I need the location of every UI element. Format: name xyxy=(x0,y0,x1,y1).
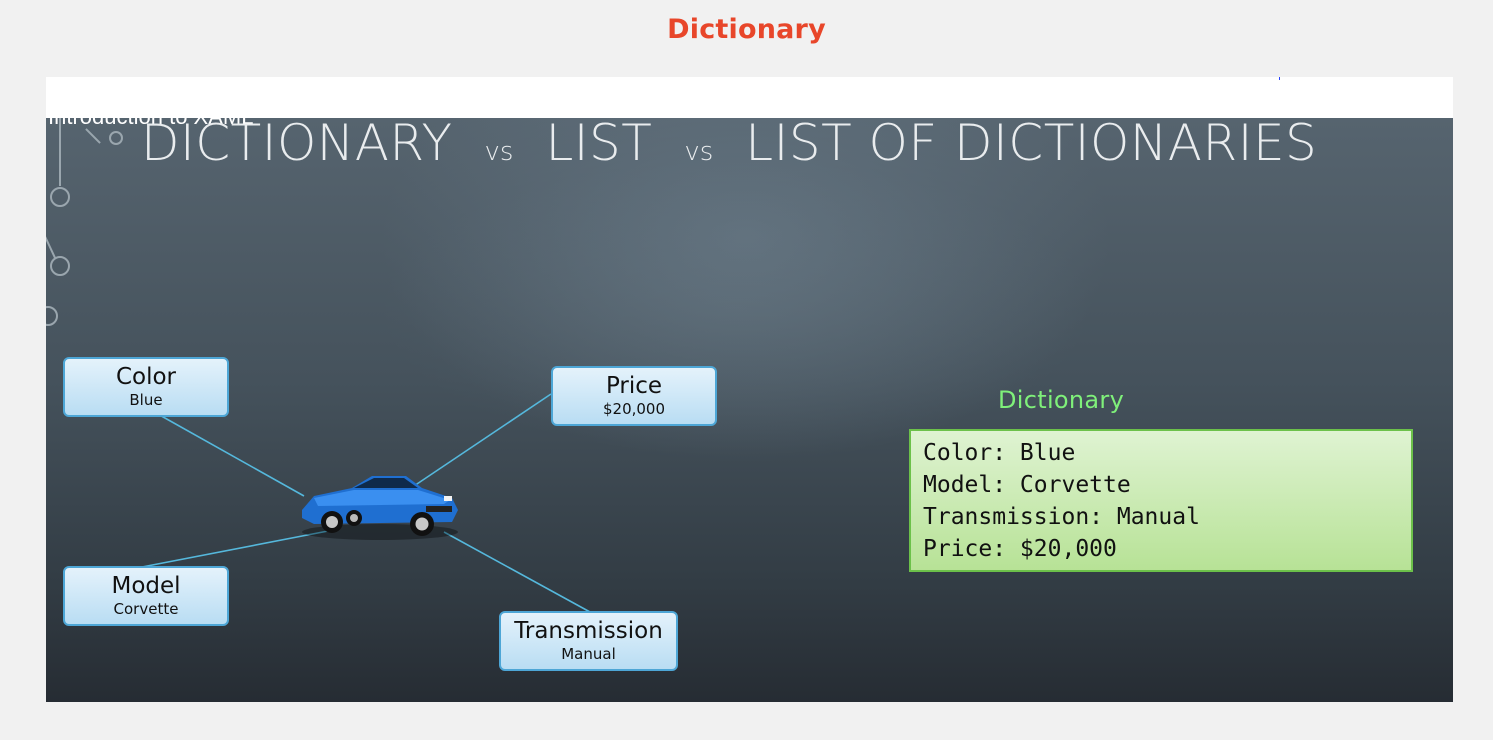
key-box-color: Color Blue xyxy=(63,357,229,417)
title-list: LIST xyxy=(545,118,653,172)
slide-title: DICTIONARY vs LIST vs LIST OF DICTIONARIES xyxy=(141,118,1317,172)
cut-off-slide-caption: Introduction to XAML xyxy=(48,118,253,130)
car-icon xyxy=(302,476,458,540)
dictionary-line: Price: $20,000 xyxy=(923,536,1117,562)
key-label: Price xyxy=(605,373,663,399)
deco-line-vertical xyxy=(59,118,61,186)
connector-transmission xyxy=(443,531,591,613)
deco-circle-1 xyxy=(50,187,70,207)
connector-lines xyxy=(141,393,591,613)
key-box-price: Price $20,000 xyxy=(551,366,717,426)
key-box-model: Model Corvette xyxy=(63,566,229,626)
connector-color xyxy=(155,412,305,497)
key-label: Color xyxy=(115,364,177,390)
title-vs-2: vs xyxy=(684,137,714,167)
video-top-strip xyxy=(46,77,1453,118)
connector-price xyxy=(407,393,552,491)
key-value: Blue xyxy=(129,391,163,409)
deco-circle-2 xyxy=(50,256,70,276)
dictionary-line: Transmission: Manual xyxy=(923,504,1200,530)
dictionary-line: Color: Blue xyxy=(923,440,1076,466)
connector-model xyxy=(141,530,329,568)
key-value: Manual xyxy=(561,645,616,663)
title-list-of-dictionaries: LIST OF DICTIONARIES xyxy=(745,118,1318,172)
dictionary-box: Color: Blue Model: Corvette Transmission… xyxy=(909,429,1413,572)
deco-circle-3 xyxy=(46,306,58,326)
strip-mark xyxy=(1279,77,1280,80)
dictionary-label: Dictionary xyxy=(998,386,1125,414)
key-label: Model xyxy=(111,573,181,599)
key-box-transmission: Transmission Manual xyxy=(499,611,678,671)
background-glow xyxy=(376,158,1096,458)
key-label: Transmission xyxy=(514,618,663,644)
key-value: Corvette xyxy=(113,600,179,618)
page-heading: Dictionary xyxy=(667,14,826,45)
title-vs-1: vs xyxy=(484,137,514,167)
title-dictionary: DICTIONARY xyxy=(141,118,453,172)
dictionary-line: Model: Corvette xyxy=(923,472,1131,498)
key-value: $20,000 xyxy=(602,400,666,418)
slide-frame: Introduction to XAML DICTIONARY vs LIST vs L… xyxy=(46,118,1453,702)
deco-title-circle xyxy=(109,131,123,145)
